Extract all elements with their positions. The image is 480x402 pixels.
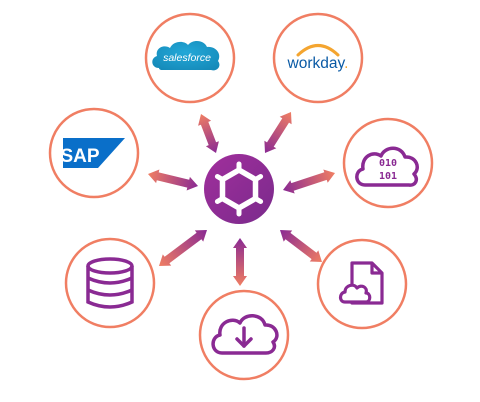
arrow-to-workday — [264, 112, 292, 153]
arrow-to-salesforce — [198, 114, 219, 153]
workday-logo: workday. — [287, 44, 349, 72]
salesforce-cloud-logo: salesforce — [152, 41, 220, 71]
central-hub — [204, 154, 274, 224]
hexagon-nut-hub-icon — [214, 161, 264, 217]
salesforce-node: salesforce — [144, 12, 236, 104]
connector-arrows — [148, 112, 335, 286]
workday-node: workday. — [272, 12, 364, 104]
file-node — [316, 238, 408, 330]
workday-logo-dot: . — [344, 55, 348, 72]
cloud-file-icon — [338, 261, 384, 305]
binary-cloud-node: 010 101 — [342, 117, 434, 209]
sap-logo: SAP — [60, 138, 125, 168]
sap-node: SAP — [48, 107, 140, 199]
binary-cloud-icon: 010 101 — [355, 146, 419, 187]
arrow-to-database — [159, 230, 207, 266]
cloud-download-icon — [211, 314, 279, 355]
arrow-to-download — [233, 238, 247, 286]
arrow-to-binary-cloud — [283, 169, 335, 194]
arrow-to-sap — [148, 169, 198, 191]
database-icon — [86, 257, 134, 309]
binary-line-1: 010 — [379, 158, 397, 169]
binary-line-2: 101 — [379, 171, 397, 182]
sap-logo-text: SAP — [60, 146, 99, 167]
arrow-to-file — [280, 230, 322, 262]
database-node — [64, 237, 156, 329]
download-node — [198, 289, 290, 381]
workday-logo-text: workday. — [287, 55, 349, 72]
salesforce-logo-text: salesforce — [163, 52, 211, 64]
